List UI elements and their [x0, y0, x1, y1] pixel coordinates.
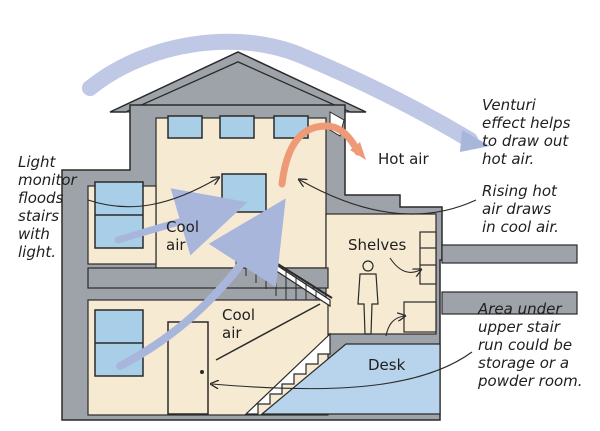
- label-rising-hot-air: Rising hot air draws in cool air.: [482, 182, 559, 236]
- hot-air-arrowhead: [350, 142, 366, 160]
- desk: [403, 301, 437, 333]
- wind-arrowhead: [460, 130, 490, 152]
- monitor-window: [221, 173, 267, 213]
- lower-handrail: [215, 303, 321, 361]
- label-cool-air-lower: Cool air: [222, 306, 255, 342]
- label-cool-air-upper: Cool air: [166, 218, 199, 254]
- right-wall-upper: [441, 244, 578, 264]
- lower-stair: [244, 332, 331, 415]
- hot-air-arrow: [278, 122, 362, 188]
- right-wall-lower: [441, 291, 578, 315]
- label-light-monitor: Light monitor floods stairs with light.: [18, 153, 77, 261]
- door-knob: [200, 370, 204, 374]
- basement-window: [260, 343, 441, 415]
- label-shelves: Shelves: [348, 236, 407, 254]
- shelves-unit: [419, 231, 437, 285]
- label-area-under-stair: Area under upper stair run could be stor…: [478, 300, 583, 390]
- cool-air-arrow-lower: [116, 198, 286, 370]
- leader-lines: [87, 178, 477, 390]
- clerestory-windows: [167, 115, 309, 139]
- label-venturi: Venturi effect helps to draw out hot air…: [482, 96, 571, 168]
- label-hot-air: Hot air: [378, 150, 429, 168]
- person-figure: [357, 260, 379, 335]
- label-desk: Desk: [368, 356, 406, 374]
- wind-swoosh: [82, 33, 478, 148]
- cool-air-arrow-upper: [114, 188, 248, 256]
